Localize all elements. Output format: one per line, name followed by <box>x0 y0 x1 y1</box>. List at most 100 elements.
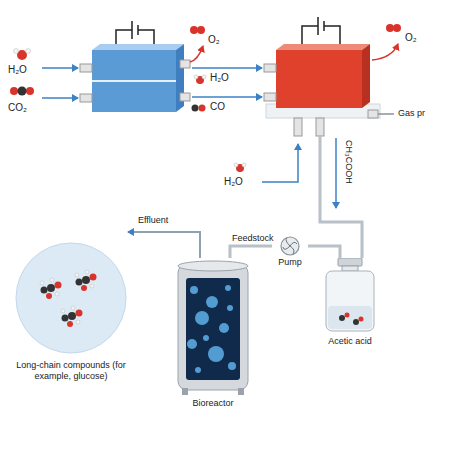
flow-arrow <box>262 144 298 182</box>
product-arrow <box>335 138 337 208</box>
water-molecule <box>234 163 246 172</box>
flow-arrow <box>42 97 78 99</box>
bioreactor-tank-part-part <box>225 285 231 291</box>
atom <box>393 24 401 32</box>
bioreactor-tank-part <box>172 258 254 396</box>
product-label: CH₃COOH <box>344 140 354 184</box>
bioreactor-tank-part-part <box>228 362 236 370</box>
compound-circle-part-part <box>71 306 75 310</box>
compound-circle-part-part <box>90 284 94 288</box>
atom <box>242 163 246 167</box>
node-label: Pump <box>272 257 308 268</box>
bioreactor-tank-part-part <box>227 305 233 311</box>
atom <box>199 105 206 112</box>
atom <box>197 26 205 34</box>
inlet-pipe <box>80 64 92 72</box>
compound-circle-part-part <box>55 292 59 296</box>
molecule-label: H₂O <box>224 176 243 188</box>
flow-arrow <box>192 67 262 69</box>
edge-label: Feedstock <box>232 233 274 243</box>
atom <box>14 49 19 54</box>
flow-arrow <box>192 96 262 98</box>
compound-circle-part-part <box>68 312 76 320</box>
compound-circle-part-part <box>81 285 87 291</box>
o2-molecule <box>386 24 401 32</box>
outlet-pipe <box>368 110 378 118</box>
pump-part-part <box>283 238 297 254</box>
atom <box>10 87 18 95</box>
outlet-pipe <box>294 118 302 136</box>
power-source <box>116 21 154 44</box>
node-label: Long-chain compounds (for example, gluco… <box>6 360 136 382</box>
compound-circle-part-part <box>67 321 73 327</box>
pump: Pump <box>272 236 308 272</box>
cell-side <box>176 44 184 112</box>
compound-circle-part-part <box>16 243 126 353</box>
bioreactor-tank-part-part <box>219 323 229 333</box>
bioreactor-tank-part-part <box>208 346 224 362</box>
acetic-acid-bottle-part-part <box>342 266 358 271</box>
atom <box>18 87 27 96</box>
flow-arrow <box>42 67 78 69</box>
acetic-acid-bottle-part-part <box>353 319 359 325</box>
acetic-acid-bottle-part-part <box>339 315 345 321</box>
molecule-label: O₂ <box>405 32 417 44</box>
co-electrolyzer <box>264 17 380 136</box>
outlet-pipe <box>180 93 190 101</box>
pump-part-part <box>281 237 299 255</box>
compound-circle-part-part <box>61 309 65 313</box>
o2-molecule <box>190 26 205 34</box>
bioreactor-tank-part-part <box>190 286 198 294</box>
inlet-pipe <box>264 93 276 101</box>
atom <box>190 26 198 34</box>
inlet-pipe <box>264 64 276 72</box>
atom <box>26 49 31 54</box>
compound-circle-part-part <box>76 279 83 286</box>
bioreactor-tank-part-part <box>195 367 201 373</box>
atom <box>202 75 206 79</box>
bioreactor-tank: Bioreactor <box>172 258 254 416</box>
outlet-pipe <box>316 118 324 136</box>
atom <box>26 87 34 95</box>
compound-circle-part-part <box>40 281 44 285</box>
bioreactor-tank-part-part <box>187 339 197 349</box>
oxygen-arrow <box>190 46 203 62</box>
bioreactor-tank-part-part <box>203 335 209 341</box>
compound-circle-part-part <box>85 270 89 274</box>
cell-top <box>276 44 370 50</box>
water-molecule <box>194 75 206 84</box>
water-molecule <box>14 49 31 61</box>
atom <box>234 163 238 167</box>
bioreactor-tank-part-part <box>178 264 248 390</box>
cell-front <box>92 50 176 112</box>
atom <box>194 75 198 79</box>
bioreactor-tank-part-part <box>186 278 240 380</box>
cell-side <box>362 44 370 108</box>
atom <box>192 105 199 112</box>
acetic-acid-bottle-part-part <box>338 258 362 266</box>
pump-part <box>272 236 308 257</box>
acetic-acid-bottle: Acetic acid <box>322 258 378 350</box>
output-label: Gas pr <box>398 108 425 118</box>
compound-circle-part-part <box>47 284 55 292</box>
molecule-label: CO <box>210 101 225 113</box>
inlet-pipe <box>80 94 92 102</box>
atom <box>386 24 394 32</box>
compound-circle-part <box>6 240 136 358</box>
cell-top <box>92 44 184 50</box>
compound-circle-part-part <box>75 273 79 277</box>
oxygen-arrow <box>372 44 398 60</box>
bioreactor-tank-part-part <box>206 296 218 308</box>
membrane <box>92 80 176 82</box>
gas-line <box>378 113 394 115</box>
molecule-label: CO₂ <box>8 102 27 114</box>
molecule-label: H₂O <box>210 72 229 84</box>
compound-circle-part-part <box>50 278 54 282</box>
effluent-tube <box>128 232 200 258</box>
compound-circle-part-part <box>46 293 52 299</box>
compound-circle-part-part <box>76 310 83 317</box>
bioreactor-tank-part-part <box>182 388 188 395</box>
acetic-acid-bottle-part-part <box>326 271 374 331</box>
compound-circle-part-part <box>90 274 97 281</box>
